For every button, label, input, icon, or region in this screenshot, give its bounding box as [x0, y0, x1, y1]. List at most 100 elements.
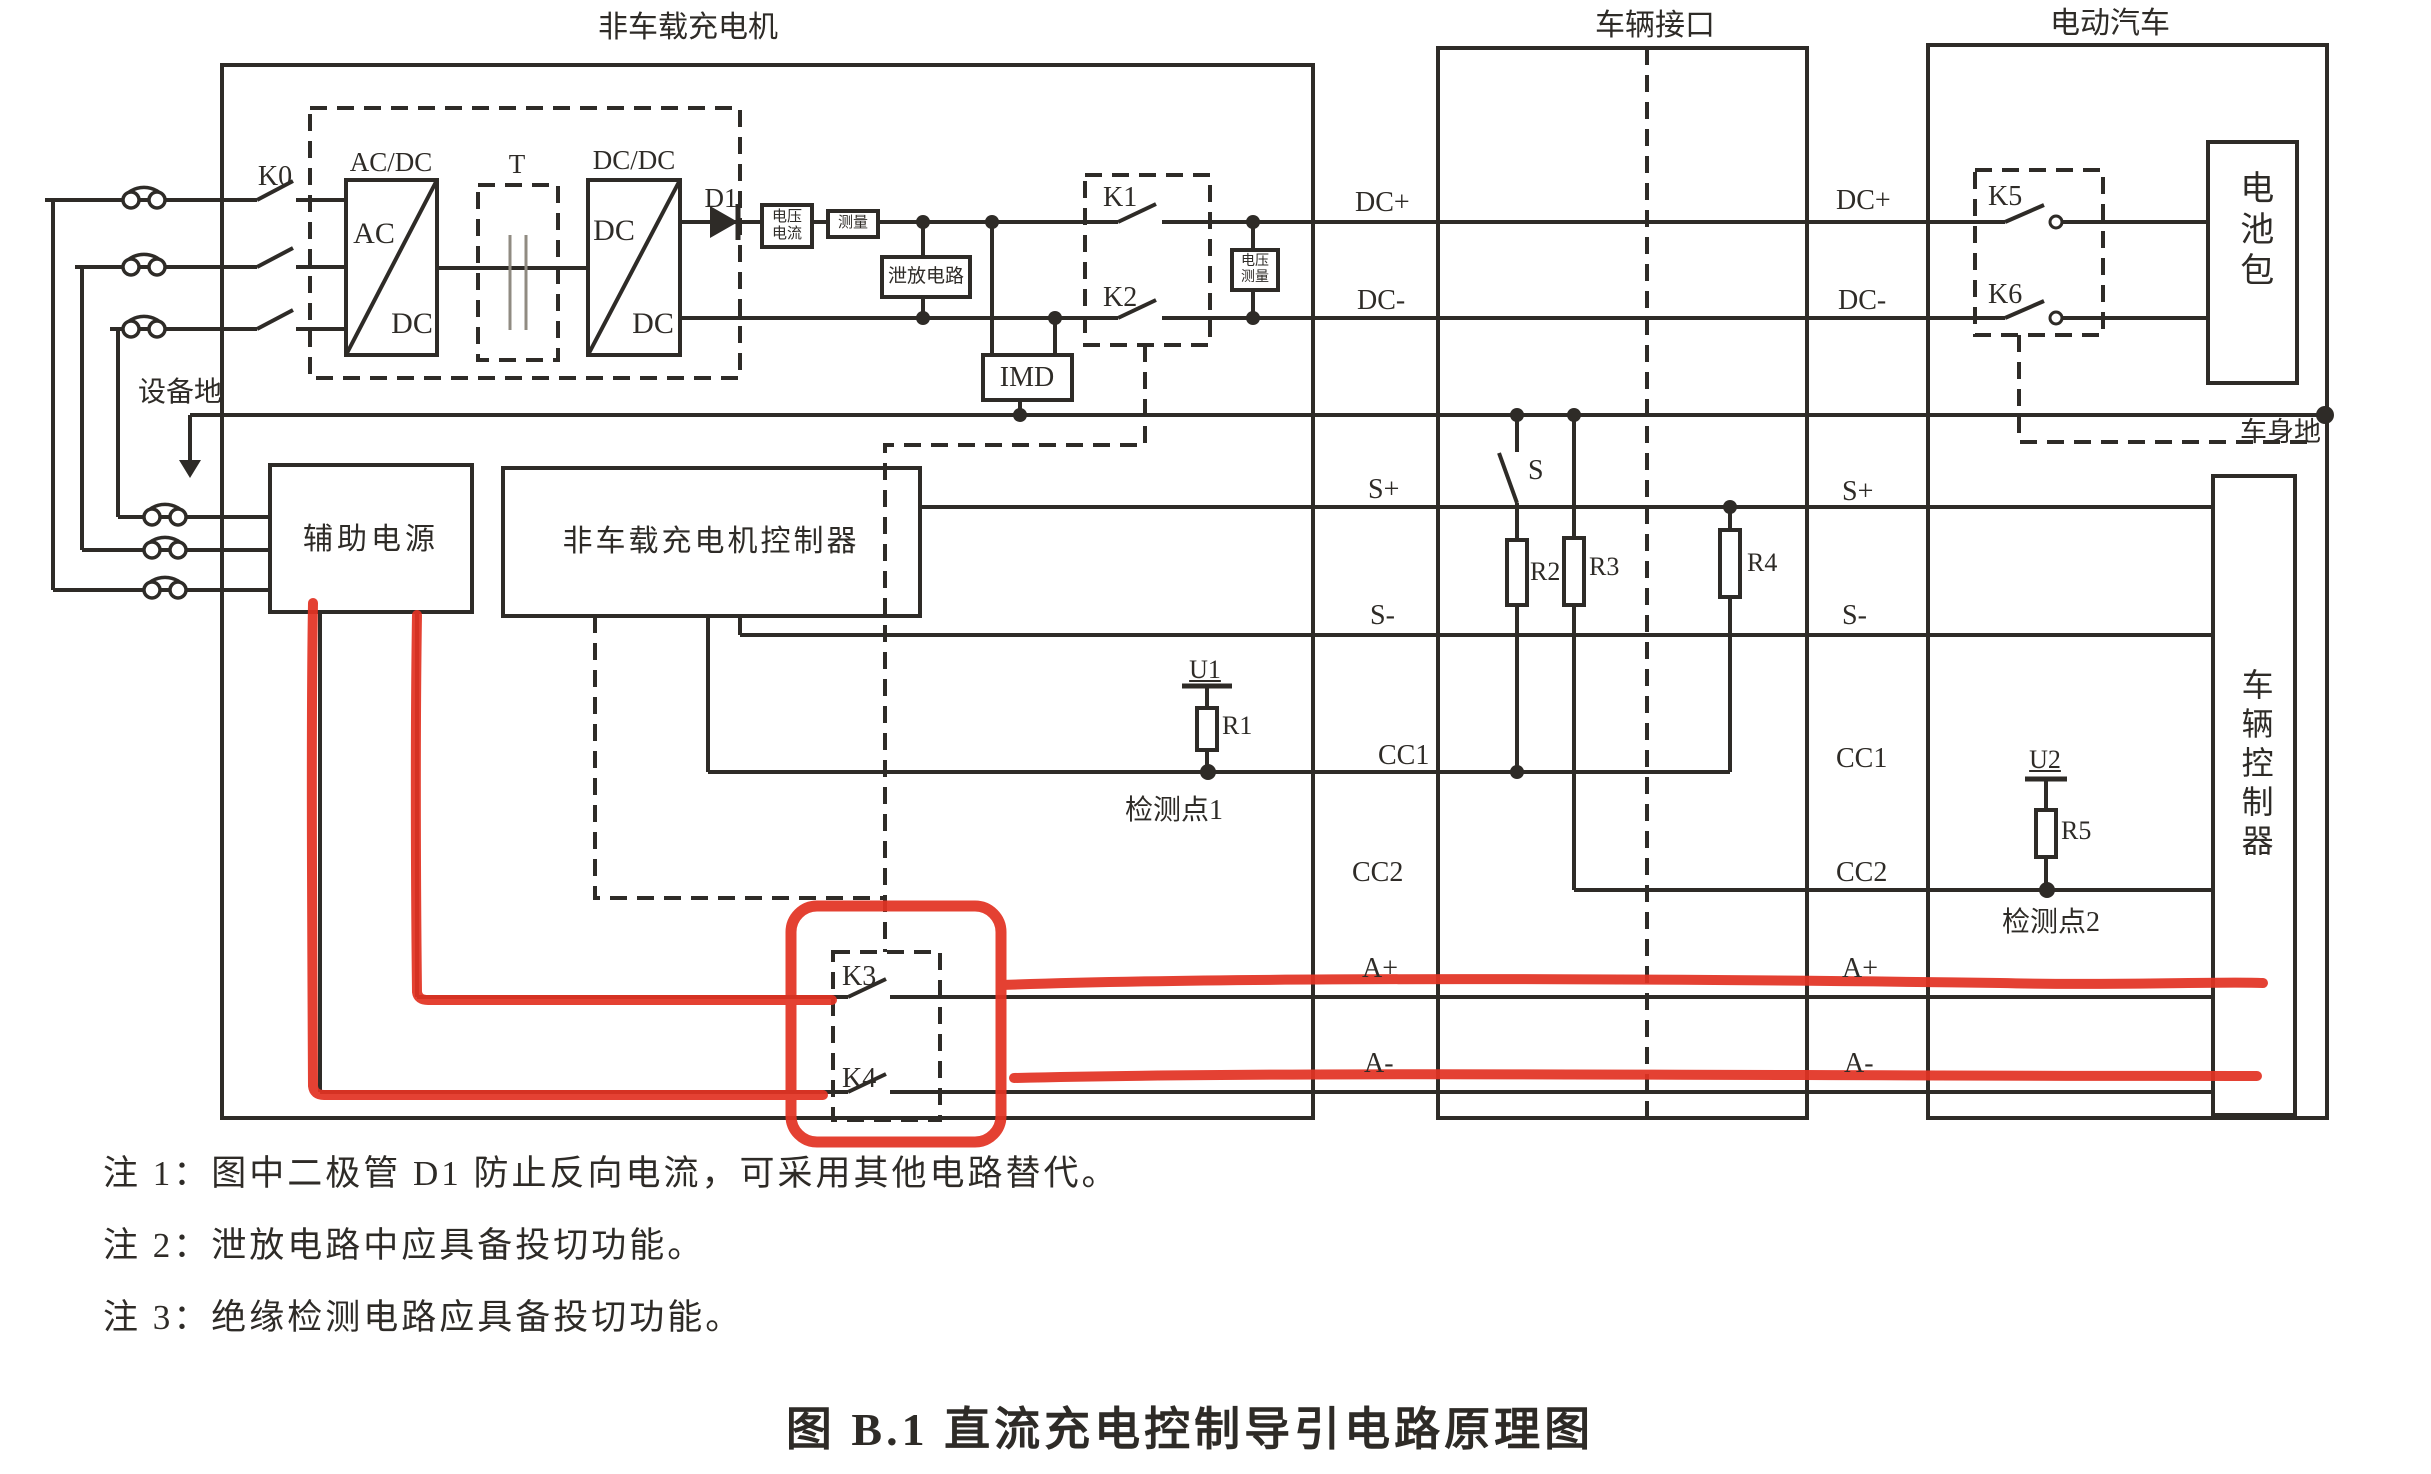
section-title-charger: 非车载充电机 [598, 11, 778, 44]
k1-label: K1 [1103, 182, 1138, 213]
bus-label-right-dcm: DC- [1838, 285, 1887, 316]
red-trace-a-plus [996, 974, 2268, 990]
k0-blade-2 [256, 246, 294, 269]
test-point1-label: 检测点1 [1125, 795, 1224, 826]
meas1-line1: 电压 [771, 208, 802, 225]
s-minus-bus [738, 616, 2213, 637]
discharge-box [880, 255, 972, 299]
k0-blade-1 [256, 179, 294, 202]
battery-label: 电池包 [2234, 170, 2272, 293]
k2-label: K2 [1103, 282, 1138, 313]
bus-label-right-am: A- [1844, 1048, 1874, 1079]
vmeas-box [1230, 248, 1280, 292]
equipment-ground-label: 设备地 [138, 377, 223, 408]
charger-controller-box [501, 466, 922, 618]
red-trace-aux-to-k4 [306, 598, 828, 1100]
meas2-box-label: 测量 [828, 211, 878, 237]
imd-box [981, 353, 1074, 402]
u2-label: U2 [2029, 745, 2061, 774]
bus-label-left-dcm: DC- [1357, 285, 1406, 316]
bus-label-left-am: A- [1364, 1048, 1394, 1079]
wires-solid [45, 179, 2325, 1094]
d1-label: D1 [704, 183, 738, 213]
k6-label: K6 [1988, 279, 2023, 310]
battery-box [2206, 140, 2299, 385]
fuse-symbols [121, 185, 188, 600]
bus-label-right-cc1: CC1 [1836, 743, 1888, 774]
dcdc-diagonal [586, 179, 682, 356]
controller-linkage [593, 616, 885, 900]
section-title-vehicle-interface: 车辆接口 [1595, 9, 1715, 42]
section-title-ev: 电动汽车 [2050, 7, 2170, 40]
k1k2-dashed-box [1083, 173, 1212, 347]
vehicle-interface-frame [1436, 46, 1809, 1120]
junction-dots [916, 215, 2334, 898]
transformer-dashed-box [476, 183, 560, 362]
vmeas-line1: 电压 [1241, 253, 1269, 269]
r4-label: R4 [1747, 548, 1778, 577]
k4-blade [847, 1072, 887, 1094]
k5-label: K5 [1988, 181, 2023, 212]
bus-label-right-cc2: CC2 [1836, 857, 1888, 888]
converter-details [344, 179, 682, 356]
red-trace-aux-to-k3 [410, 610, 837, 1005]
meas1-line2: 电流 [771, 226, 802, 242]
phase-droppers [51, 200, 120, 590]
note-3: 注 3：绝缘检测电路应具备投切功能。 [103, 1298, 744, 1337]
imd-label: IMD [999, 362, 1055, 393]
k0-blade-3 [256, 308, 294, 331]
test-point2-label: 检测点2 [2002, 907, 2101, 938]
s-switch-label: S [1528, 455, 1544, 486]
bus-label-left-cc1: CC1 [1378, 740, 1430, 771]
r1-box [1195, 706, 1219, 752]
bus-label-right-sm: S- [1842, 600, 1867, 631]
r3-box [1562, 536, 1586, 607]
r4-box [1718, 528, 1742, 599]
acdc-in-label: AC [353, 217, 395, 250]
k4-label: K4 [842, 1063, 877, 1094]
bus-label-right-sp: S+ [1842, 476, 1874, 507]
meas1-box [760, 203, 814, 249]
bus-label-right-dcp: DC+ [1836, 185, 1891, 216]
vehicle-controller-box [2211, 474, 2297, 1117]
note-1: 注 1：图中二极管 D1 防止反向电流，可采用其他电路替代。 [103, 1154, 1120, 1193]
dcdc-out-label: DC [632, 307, 674, 340]
k5-terminal [2048, 214, 2064, 230]
r3-label: R3 [1589, 552, 1620, 581]
bus-label-left-cc2: CC2 [1352, 857, 1404, 888]
cc1-bus [706, 597, 1732, 774]
s-blade [1497, 452, 1519, 504]
k3-blade [847, 977, 887, 999]
aux-power-label: 辅助电源 [303, 523, 439, 556]
k3k4-dashed-box [831, 950, 942, 1122]
k2-blade [1117, 298, 1157, 320]
bus-label-left-ap: A+ [1362, 953, 1399, 984]
transformer-core-icon [508, 235, 528, 330]
dashed-enclosures [308, 48, 2312, 1122]
bus-label-left-sp: S+ [1368, 474, 1400, 505]
vmeas-box-label: 电压 测量 [1232, 250, 1278, 290]
d1-diode-icon [710, 206, 738, 238]
bus-label-left-sm: S- [1370, 600, 1395, 631]
bus-label-left-dcp: DC+ [1355, 187, 1410, 218]
equipment-ground-arrow-icon [179, 460, 201, 478]
vehicle-controller-label: 车辆控制器 [2237, 668, 2274, 863]
meas1-box-label: 电压 电流 [762, 205, 812, 247]
vmeas-line2: 测量 [1241, 270, 1269, 285]
k5-blade [2004, 203, 2045, 224]
k1-blade [1117, 202, 1157, 224]
meas2-text: 测量 [837, 215, 868, 232]
r2-box [1505, 538, 1529, 607]
note-2: 注 2：泄放电路中应具备投切功能。 [103, 1226, 706, 1265]
k0-label: K0 [257, 161, 293, 192]
red-box-k3k4 [785, 900, 1007, 1148]
r2-label: R2 [1530, 557, 1561, 586]
k1k2-linkage [883, 345, 1147, 952]
r1-label: R1 [1222, 711, 1253, 740]
red-trace-a-minus [1009, 1069, 2262, 1083]
k5k6-linkage [2017, 335, 2312, 444]
u1-label: U1 [1189, 655, 1221, 684]
figure-title: 图 B.1 直流充电控制导引电路原理图 [785, 1404, 1595, 1455]
discharge-box-label: 泄放电路 [882, 257, 970, 297]
discharge-text: 泄放电路 [887, 266, 964, 288]
